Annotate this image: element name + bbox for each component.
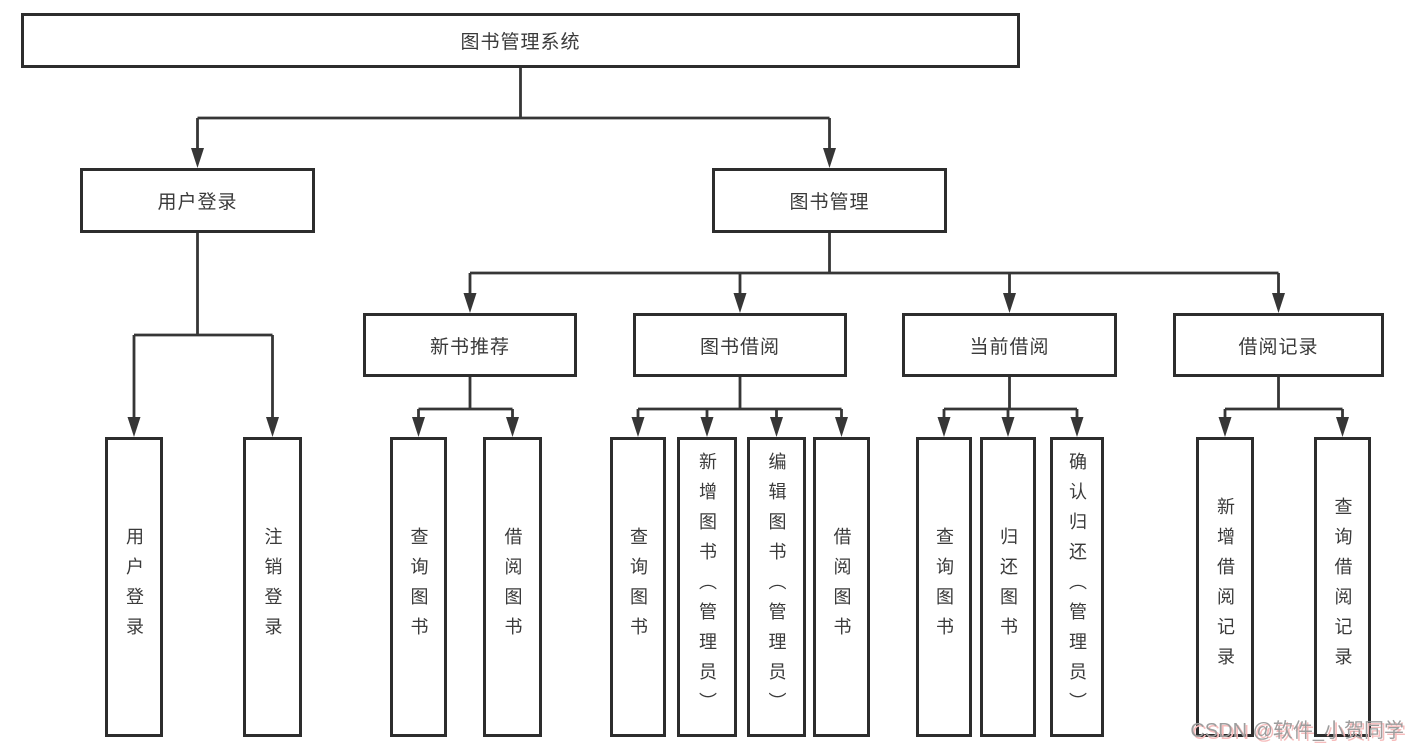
node-cb-query: 查询图书 — [916, 437, 972, 737]
arrowhead-icon — [937, 417, 951, 437]
node-borrow-record: 借阅记录 — [1173, 313, 1384, 377]
node-new-book-rec: 新书推荐 — [363, 313, 577, 377]
arrowhead-icon — [1001, 417, 1015, 437]
node-label-cb-return: 归还图书 — [998, 527, 1018, 647]
node-bb-add: 新增图书（管理员） — [677, 437, 737, 737]
node-cb-return: 归还图书 — [980, 437, 1036, 737]
node-root: 图书管理系统 — [21, 13, 1020, 68]
node-label-bb-edit: 编辑图书（管理员） — [766, 452, 787, 722]
arrowhead-icon — [463, 293, 477, 313]
node-label-nb-query: 查询图书 — [408, 527, 429, 647]
node-label-root: 图书管理系统 — [460, 32, 581, 53]
arrowhead-icon — [266, 417, 279, 437]
node-book-borrow: 图书借阅 — [633, 313, 847, 377]
node-label-bb-borrow: 借阅图书 — [831, 527, 852, 647]
node-bb-query: 查询图书 — [610, 437, 666, 737]
node-label-br-query: 查询借阅记录 — [1332, 497, 1353, 677]
arrowhead-icon — [823, 148, 836, 168]
connector-lines — [132, 68, 1344, 421]
arrowhead-icon — [1272, 293, 1285, 313]
node-book-mgmt: 图书管理 — [712, 168, 947, 233]
node-label-ul-logout: 注销登录 — [262, 527, 283, 647]
node-label-br-add: 新增借阅记录 — [1215, 497, 1235, 677]
node-nb-query: 查询图书 — [390, 437, 447, 737]
arrowhead-icon — [1070, 417, 1084, 437]
arrowhead-icon — [1336, 417, 1349, 437]
node-label-new-book-rec: 新书推荐 — [429, 336, 510, 358]
node-label-bb-query: 查询图书 — [628, 527, 648, 647]
node-user-login: 用户登录 — [80, 168, 315, 233]
arrowhead-icon — [506, 417, 519, 437]
node-label-book-mgmt: 图书管理 — [789, 192, 870, 213]
node-label-bb-add: 新增图书（管理员） — [697, 452, 717, 722]
node-cb-confirm: 确认归还（管理员） — [1050, 437, 1104, 737]
node-label-borrow-record: 借阅记录 — [1238, 336, 1319, 358]
node-label-ul-login: 用户登录 — [124, 527, 144, 647]
node-bb-edit: 编辑图书（管理员） — [747, 437, 806, 737]
watermark: CSDN @软件_小贺同学 — [1190, 720, 1404, 742]
node-nb-borrow: 借阅图书 — [483, 437, 542, 737]
arrowhead-icon — [733, 293, 747, 313]
node-label-cb-confirm: 确认归还（管理员） — [1067, 452, 1087, 722]
arrowhead-icon — [191, 148, 204, 168]
arrowhead-icon — [1003, 293, 1016, 313]
node-bb-borrow: 借阅图书 — [813, 437, 870, 737]
node-label-cb-query: 查询图书 — [934, 527, 954, 647]
arrowhead-icon — [412, 417, 425, 437]
arrowhead-icon — [770, 417, 783, 437]
node-ul-login: 用户登录 — [105, 437, 163, 737]
node-ul-logout: 注销登录 — [243, 437, 302, 737]
arrowhead-icon — [127, 417, 141, 437]
node-br-query: 查询借阅记录 — [1314, 437, 1371, 737]
arrowhead-icon — [631, 417, 645, 437]
node-label-nb-borrow: 借阅图书 — [502, 527, 523, 647]
node-current-borrow: 当前借阅 — [902, 313, 1117, 377]
node-label-user-login: 用户登录 — [157, 192, 238, 213]
node-label-current-borrow: 当前借阅 — [969, 336, 1050, 358]
arrowhead-icon — [700, 417, 714, 437]
node-br-add: 新增借阅记录 — [1196, 437, 1254, 737]
arrowhead-icon — [835, 417, 848, 437]
node-label-book-borrow: 图书借阅 — [699, 336, 780, 358]
arrowhead-icon — [1218, 417, 1232, 437]
